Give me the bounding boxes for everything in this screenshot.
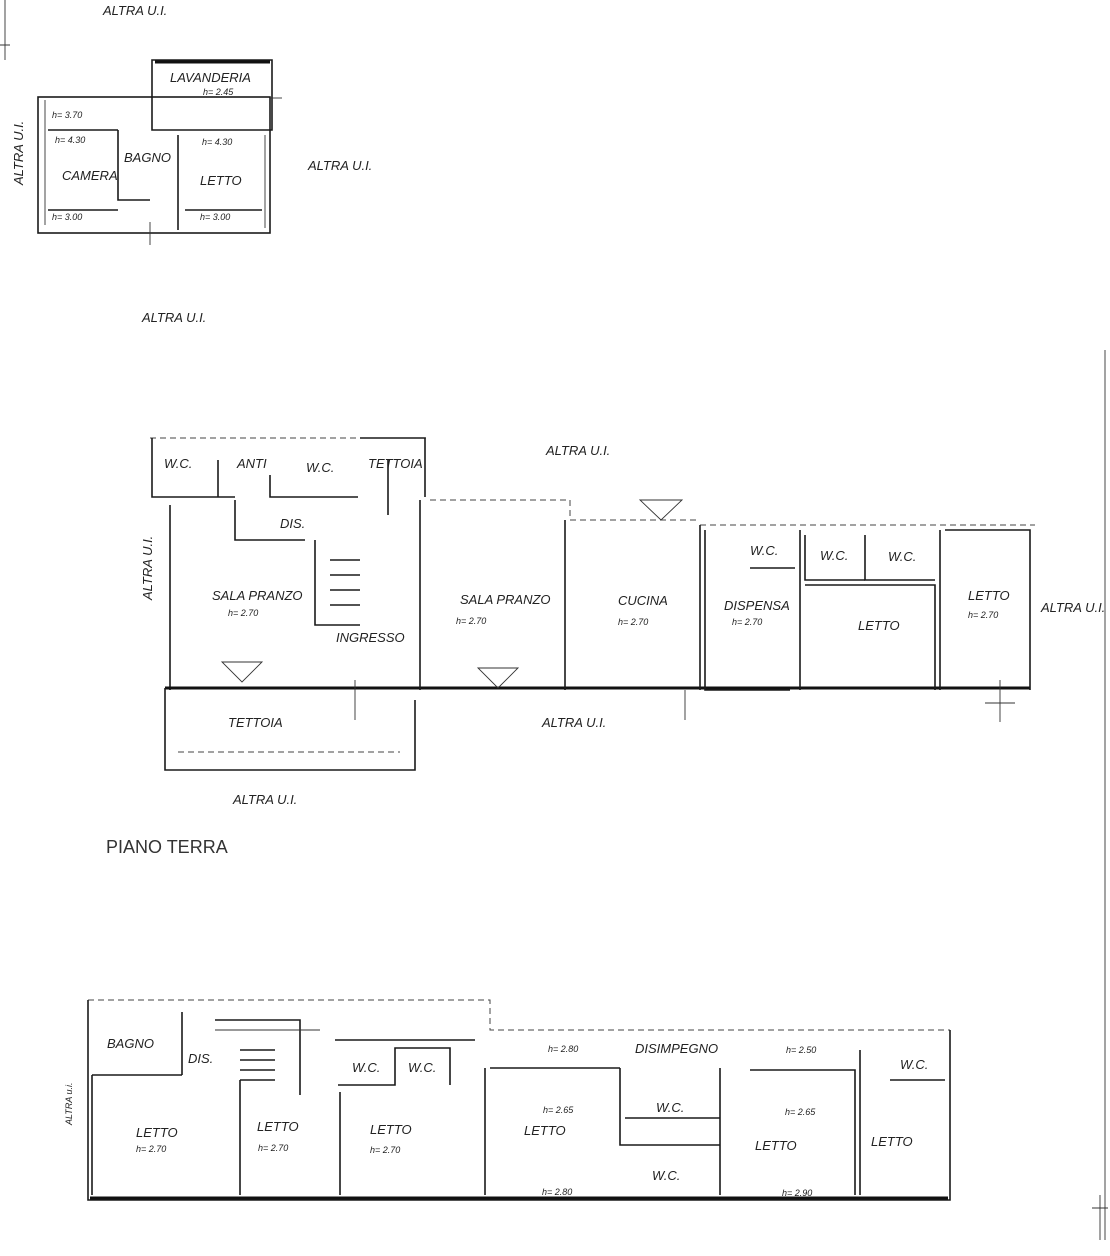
label-lavanderia: LAVANDERIA — [170, 70, 251, 85]
label-letto-first-3: LETTO — [370, 1122, 412, 1137]
label-wc-6: W.C. — [352, 1060, 380, 1075]
label-wc-9: W.C. — [656, 1100, 684, 1115]
label-height-cucina: h= 2.70 — [618, 617, 648, 627]
label-other-unit-vertical-mid: ALTRA U.I. — [140, 536, 155, 601]
label-sala-pranzo-1: SALA PRANZO — [212, 588, 303, 603]
label-height-430-left: h= 4.30 — [55, 135, 85, 145]
label-height-370: h= 3.70 — [52, 110, 82, 120]
label-height-letto-first-1: h= 2.70 — [136, 1144, 166, 1154]
label-dispensa: DISPENSA — [724, 598, 790, 613]
label-other-unit-right-mid: ALTRA U.I. — [1040, 600, 1105, 615]
label-wc-8: W.C. — [900, 1057, 928, 1072]
label-dis-first: DIS. — [188, 1051, 213, 1066]
label-wc-2: W.C. — [306, 460, 334, 475]
label-letto-first-2: LETTO — [257, 1119, 299, 1134]
label-height-letto-ground-2: h= 2.70 — [968, 610, 998, 620]
upper-small-plan — [0, 0, 282, 245]
label-piano-terra: PIANO TERRA — [106, 837, 228, 857]
label-height-300-right: h= 3.00 — [200, 212, 230, 222]
label-bagno-upper: BAGNO — [124, 150, 171, 165]
label-lavanderia-height: h= 2.45 — [203, 87, 234, 97]
label-anti: ANTI — [236, 456, 267, 471]
ground-floor-plan — [150, 350, 1106, 1240]
label-tettoia-bottom: TETTOIA — [228, 715, 283, 730]
label-tettoia-top: TETTOIA — [368, 456, 423, 471]
label-disimpegno: DISIMPEGNO — [635, 1041, 718, 1056]
label-other-unit-right-top: ALTRA U.I. — [307, 158, 372, 173]
label-height-280-disimpegno: h= 2.80 — [548, 1044, 578, 1054]
label-other-unit-top: ALTRA U.I. — [102, 3, 167, 18]
label-camera: CAMERA — [62, 168, 118, 183]
label-letto-first-5: LETTO — [755, 1138, 797, 1153]
label-height-dispensa: h= 2.70 — [732, 617, 762, 627]
label-letto-ground-2: LETTO — [968, 588, 1010, 603]
label-other-unit-mid-lower: ALTRA U.I. — [541, 715, 606, 730]
label-other-unit-mid-center: ALTRA U.I. — [545, 443, 610, 458]
label-ingresso: INGRESSO — [336, 630, 405, 645]
label-other-unit-vertical-top: ALTRA U.I. — [11, 121, 26, 186]
label-height-430-right: h= 4.30 — [202, 137, 232, 147]
label-letto-ground-1: LETTO — [858, 618, 900, 633]
label-wc-4: W.C. — [820, 548, 848, 563]
label-height-265-first: h= 2.65 — [543, 1105, 574, 1115]
label-bagno-first: BAGNO — [107, 1036, 154, 1051]
label-wc-10: W.C. — [652, 1168, 680, 1183]
label-dis-ground: DIS. — [280, 516, 305, 531]
label-height-265-second: h= 2.65 — [785, 1107, 816, 1117]
label-wc-1: W.C. — [164, 456, 192, 471]
label-wc-7: W.C. — [408, 1060, 436, 1075]
label-height-sala-1: h= 2.70 — [228, 608, 258, 618]
label-wc-3: W.C. — [750, 543, 778, 558]
label-letto-first-1: LETTO — [136, 1125, 178, 1140]
label-other-unit-mid-upper: ALTRA U.I. — [141, 310, 206, 325]
label-letto-upper: LETTO — [200, 173, 242, 188]
label-letto-first-6: LETTO — [871, 1134, 913, 1149]
label-other-unit-vertical-bottom: ALTRA u.i. — [64, 1082, 74, 1126]
label-height-sala-2: h= 2.70 — [456, 616, 486, 626]
label-letto-first-4: LETTO — [524, 1123, 566, 1138]
label-height-letto-first-2: h= 2.70 — [258, 1143, 288, 1153]
labels: ALTRA U.I. LAVANDERIA h= 2.45 h= 3.70 h=… — [11, 3, 1105, 1198]
label-sala-pranzo-2: SALA PRANZO — [460, 592, 551, 607]
label-height-280-bottom: h= 2.80 — [542, 1187, 572, 1197]
label-wc-5: W.C. — [888, 549, 916, 564]
label-height-300-left: h= 3.00 — [52, 212, 82, 222]
label-cucina: CUCINA — [618, 593, 668, 608]
label-height-letto-first-3: h= 2.70 — [370, 1145, 400, 1155]
label-height-250-disimpegno: h= 2.50 — [786, 1045, 816, 1055]
label-other-unit-below-tettoia: ALTRA U.I. — [232, 792, 297, 807]
label-height-290-bottom: h= 2.90 — [782, 1188, 812, 1198]
first-floor-plan — [87, 999, 1108, 1240]
